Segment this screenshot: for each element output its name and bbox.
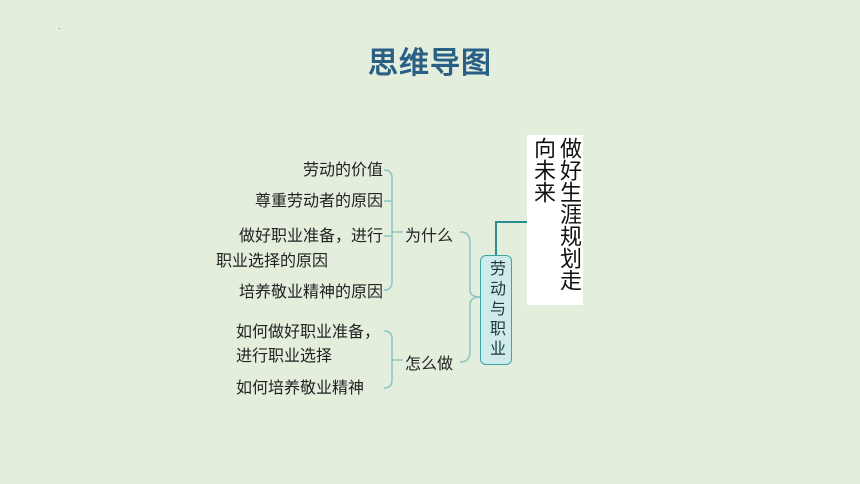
- link-why-center: [459, 231, 481, 298]
- branch-label-why: 为什么: [405, 226, 454, 245]
- bracket-why: [383, 169, 393, 291]
- bracket-how: [383, 330, 393, 389]
- leaf-how-prepare-line2: 进行职业选择: [236, 346, 333, 365]
- leaf-labor-value: 劳动的价值: [302, 160, 383, 179]
- leaf-how-dedication: 如何培养敬业精神: [236, 378, 365, 397]
- leaf-respect-workers: 尊重劳动者的原因: [254, 191, 383, 210]
- leaf-career-prep-line2: 职业选择的原因: [216, 251, 329, 270]
- center-node: 劳动与职业: [480, 255, 512, 365]
- root-node: 做好生涯规划走向未来: [527, 135, 583, 305]
- center-node-label: 劳动与职业: [487, 260, 506, 360]
- link-how-center: [459, 296, 481, 363]
- page-title: 思维导图: [368, 46, 492, 81]
- root-node-label: 做好生涯规划走向未来: [530, 137, 581, 291]
- leaf-career-prep-line1: 做好职业准备，进行: [238, 226, 383, 245]
- branch-label-how: 怎么做: [405, 354, 454, 373]
- leaf-how-prepare-line1: 如何做好职业准备，: [236, 322, 381, 341]
- decor-dot: .: [58, 22, 61, 31]
- link-center-root: [495, 221, 527, 255]
- leaf-dedication-reason: 培养敬业精神的原因: [238, 282, 383, 301]
